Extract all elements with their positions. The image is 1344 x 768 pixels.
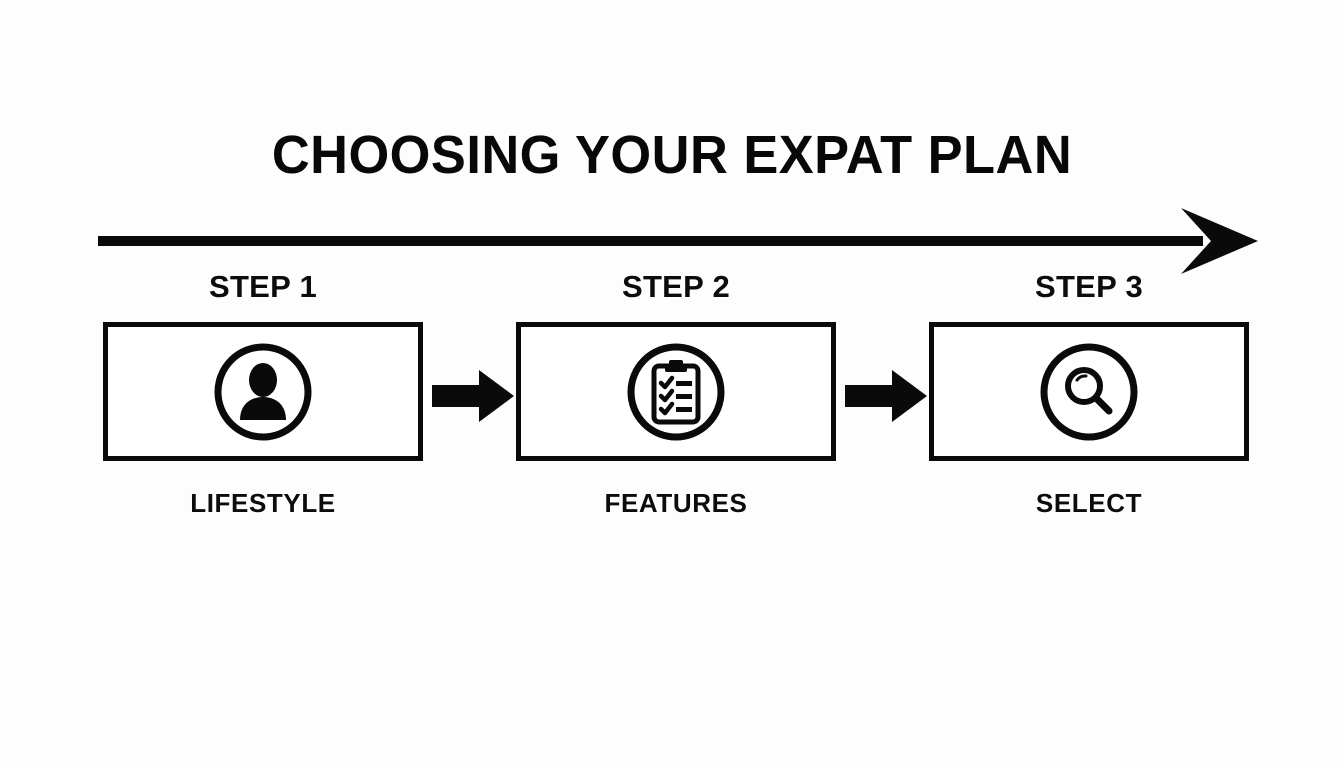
step-2-caption: FEATURES (604, 488, 748, 518)
person-circle-icon (213, 342, 313, 442)
connector-arrow-2 (845, 368, 927, 424)
magnifier-circle-icon (1039, 342, 1139, 442)
step-3-caption: SELECT (1035, 488, 1143, 518)
page-title: CHOOSING YOUR EXPAT PLAN (271, 125, 1073, 185)
step-1-caption: LIFESTYLE (190, 488, 336, 518)
step-2-box[interactable] (516, 322, 836, 461)
step-3-label: STEP 3 (1034, 269, 1144, 304)
step-3-box[interactable] (929, 322, 1249, 461)
step-1-box[interactable] (103, 322, 423, 461)
connector-arrow-1 (432, 368, 514, 424)
step-1-label: STEP 1 (208, 269, 318, 304)
long-right-arrow-icon (98, 200, 1258, 282)
step-2-label: STEP 2 (621, 269, 731, 304)
clipboard-checklist-circle-icon (626, 342, 726, 442)
